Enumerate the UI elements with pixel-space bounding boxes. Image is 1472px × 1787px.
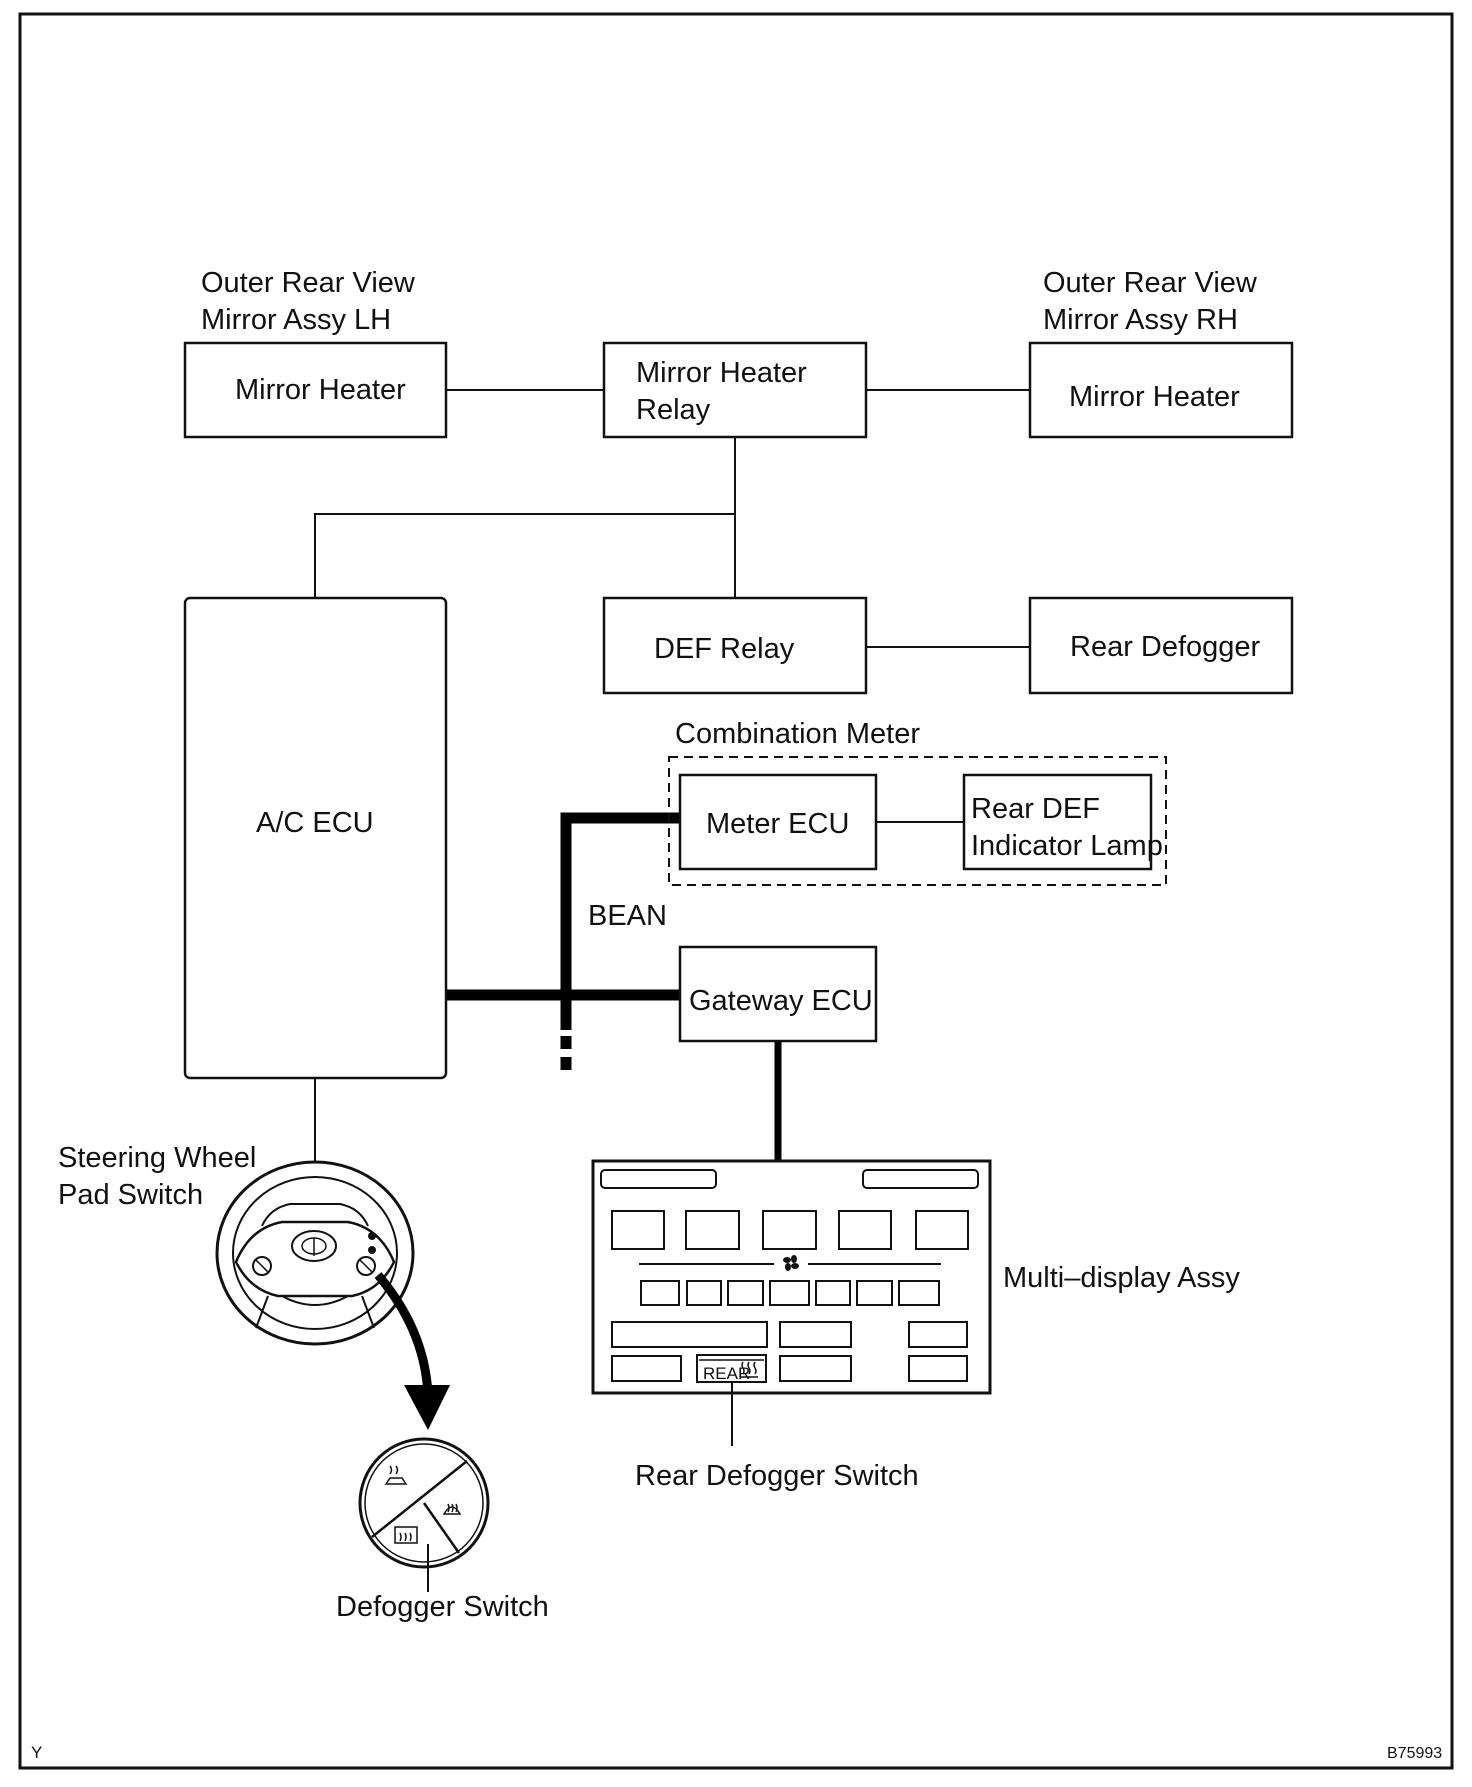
zoom-arrow-shaft xyxy=(374,1272,433,1396)
rear-defogger-label: Rear Defogger xyxy=(1070,631,1261,663)
zoom-arrow-head xyxy=(404,1385,450,1430)
defogger-switch-magnified xyxy=(358,1437,490,1569)
lh-mirror-heater-label: Mirror Heater xyxy=(235,374,406,406)
diagram-frame xyxy=(18,12,1454,1770)
display-upper-buttons xyxy=(611,1210,969,1250)
mirror-heater-relay-box xyxy=(602,341,868,439)
rear-defogger-switch-label: Rear Defogger Switch xyxy=(635,1460,919,1492)
display-middle-buttons xyxy=(640,1280,940,1306)
bean-bus-meter-branch xyxy=(560,812,680,1030)
wire-acecu-relay xyxy=(314,513,735,598)
bean-label: BEAN xyxy=(588,900,667,932)
front-defroster-icon xyxy=(442,1503,462,1515)
mirror-heater-relay-line1: Mirror Heater xyxy=(636,357,807,389)
def-relay-box xyxy=(602,596,868,695)
rear-defogger-box xyxy=(1028,596,1294,695)
defogger-switch-label: Defogger Switch xyxy=(336,1591,549,1623)
fan-icon xyxy=(783,1255,799,1271)
rh-mirror-title-line1: Outer Rear View xyxy=(1043,267,1258,299)
display-top-left-bar xyxy=(600,1169,717,1189)
rear-button-text: REAR xyxy=(703,1364,750,1383)
corner-code-right: B75993 xyxy=(1387,1745,1442,1762)
rear-def-indicator-box xyxy=(962,773,1153,871)
multi-display-label: Multi–display Assy xyxy=(1003,1262,1240,1294)
windshield-car-icon xyxy=(384,1465,408,1485)
ac-ecu-box xyxy=(183,596,448,1080)
rh-mirror-heater-box xyxy=(1028,341,1294,439)
lh-mirror-heater-box xyxy=(183,341,448,439)
rear-def-indicator-line1: Rear DEF xyxy=(971,793,1100,825)
rear-def-indicator-line2: Indicator Lamp xyxy=(971,830,1163,862)
meter-ecu-label: Meter ECU xyxy=(706,808,849,840)
ac-ecu-label: A/C ECU xyxy=(256,807,374,839)
combination-meter-outline xyxy=(668,756,1167,886)
gateway-ecu-box xyxy=(678,945,878,1043)
meter-ecu-box xyxy=(678,773,878,871)
multi-display-assy: REAR xyxy=(591,1159,992,1395)
steering-wheel-icon xyxy=(215,1160,415,1346)
rh-mirror-title-line2: Mirror Assy RH xyxy=(1043,304,1238,336)
lh-mirror-title-line2: Mirror Assy LH xyxy=(201,304,391,336)
steering-wheel-title-line1: Steering Wheel xyxy=(58,1142,256,1174)
rear-defroster-icon xyxy=(394,1526,418,1544)
lh-mirror-title-line1: Outer Rear View xyxy=(201,267,416,299)
def-relay-label: DEF Relay xyxy=(654,633,795,665)
steering-wheel-title-line2: Pad Switch xyxy=(58,1179,203,1211)
rear-defogger-button[interactable]: REAR xyxy=(696,1354,767,1383)
display-lower-buttons xyxy=(611,1321,968,1382)
rear-defogger-heat-icon xyxy=(740,1361,758,1378)
gateway-ecu-label: Gateway ECU xyxy=(689,985,873,1017)
display-top-right-bar xyxy=(862,1169,979,1189)
multi-display-frame xyxy=(591,1159,992,1395)
corner-code-left: Y xyxy=(31,1743,42,1762)
combination-meter-title: Combination Meter xyxy=(675,718,920,750)
rh-mirror-heater-label: Mirror Heater xyxy=(1069,381,1240,413)
mirror-heater-relay-line2: Relay xyxy=(636,394,711,426)
